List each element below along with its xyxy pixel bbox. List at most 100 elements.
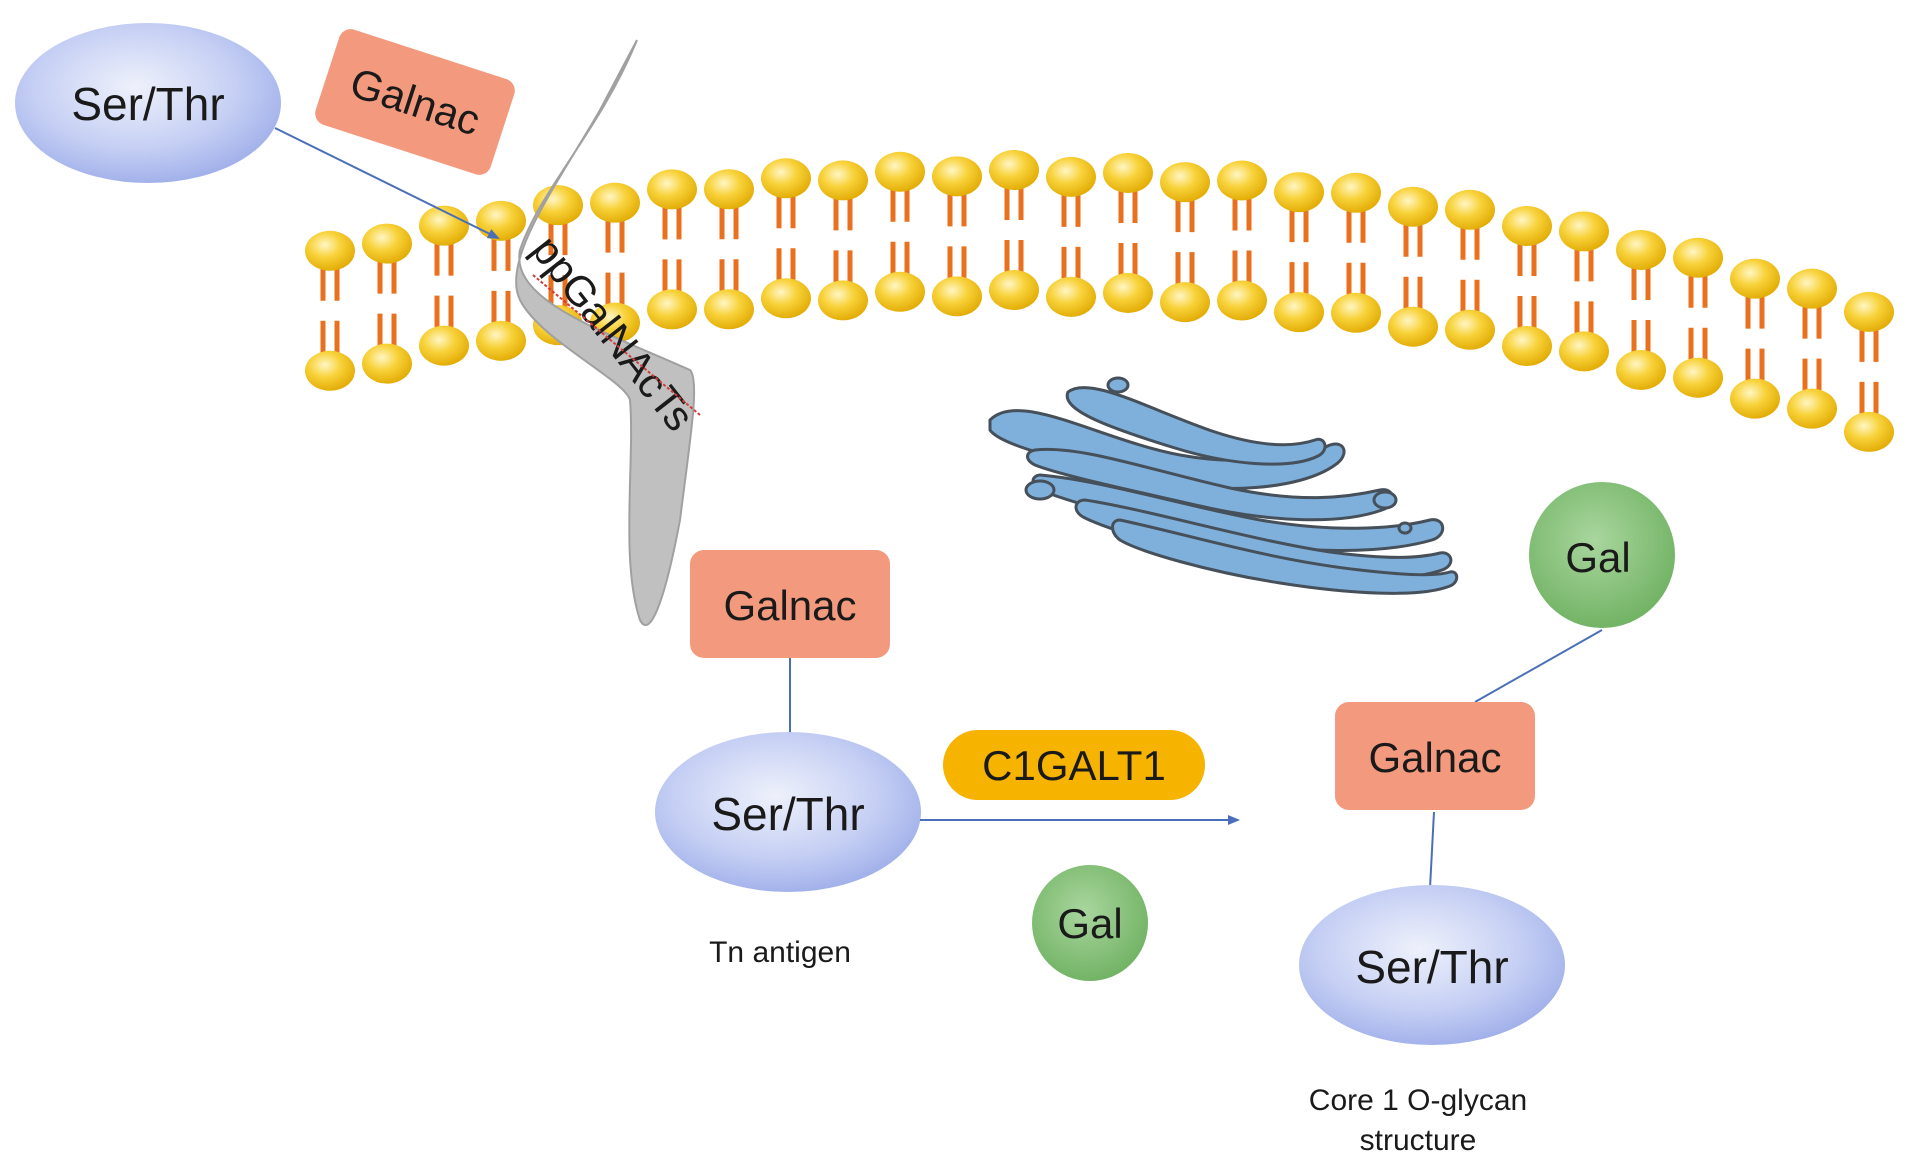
lipid-head-inner bbox=[1046, 276, 1096, 317]
ser-thr-tn-node bbox=[655, 732, 921, 892]
lipid-molecule bbox=[647, 169, 697, 330]
lipid-molecule bbox=[818, 160, 868, 321]
lipid-molecule bbox=[305, 230, 355, 391]
lipid-head-outer bbox=[1730, 258, 1780, 299]
core-gal-bond bbox=[1474, 629, 1603, 703]
lipid-molecule bbox=[1388, 186, 1438, 347]
lipid-head-inner bbox=[305, 350, 355, 391]
lipid-head-outer bbox=[1616, 229, 1666, 270]
c1galt1-label: C1GALT1 bbox=[982, 742, 1166, 789]
lipid-head-outer bbox=[533, 185, 583, 226]
lipid-head-outer bbox=[932, 156, 982, 197]
lipid-head-outer bbox=[647, 169, 697, 210]
lipid-head-outer bbox=[1160, 162, 1210, 203]
lipid-head-inner bbox=[1160, 282, 1210, 323]
lipid-head-outer bbox=[818, 160, 868, 201]
lipid-head-inner bbox=[704, 289, 754, 330]
lipid-head-inner bbox=[761, 278, 811, 319]
lipid-head-inner bbox=[1217, 280, 1267, 321]
lipid-head-outer bbox=[875, 151, 925, 192]
lipid-head-inner bbox=[1787, 388, 1837, 429]
lipid-molecule bbox=[1616, 229, 1666, 390]
lipid-bilayer-icon bbox=[305, 150, 1894, 452]
lipid-head-outer bbox=[704, 169, 754, 210]
lipid-head-outer bbox=[989, 150, 1039, 191]
lipid-molecule bbox=[1217, 160, 1267, 321]
lipid-molecule bbox=[932, 156, 982, 317]
galnac-tn-label: Galnac bbox=[723, 582, 856, 629]
lipid-head-outer bbox=[1274, 172, 1324, 213]
lipid-head-inner bbox=[875, 271, 925, 312]
c1galt1-enzyme bbox=[943, 730, 1205, 800]
lipid-head-inner bbox=[1559, 331, 1609, 372]
lipid-head-inner bbox=[1331, 292, 1381, 333]
lipid-molecule bbox=[1103, 152, 1153, 313]
ppgalnacts-enzyme-icon bbox=[515, 39, 696, 627]
lipid-head-outer bbox=[1787, 268, 1837, 309]
tn-antigen-caption: Tn antigen bbox=[709, 936, 851, 969]
lipid-molecule bbox=[476, 200, 526, 361]
gal-core-node bbox=[1529, 482, 1675, 628]
lipid-head-outer bbox=[1217, 160, 1267, 201]
ser-thr-top-label: Ser/Thr bbox=[71, 78, 224, 130]
lipid-molecule bbox=[1844, 291, 1894, 452]
ser-thr-tn-label: Ser/Thr bbox=[711, 788, 864, 840]
arrow-to-enzyme bbox=[274, 127, 500, 239]
ser-thr-core-label: Ser/Thr bbox=[1355, 941, 1508, 993]
galnac-core-label: Galnac bbox=[1368, 734, 1501, 781]
lipid-head-outer bbox=[1673, 237, 1723, 278]
lipid-head-inner bbox=[1502, 325, 1552, 366]
lipid-head-outer bbox=[476, 200, 526, 241]
lipid-head-inner bbox=[1730, 378, 1780, 419]
lipid-molecule bbox=[1331, 172, 1381, 333]
lipid-head-outer bbox=[1046, 156, 1096, 197]
galnac-core-node bbox=[1335, 702, 1535, 810]
ser-thr-top-node bbox=[15, 23, 281, 183]
lipid-molecule bbox=[1160, 162, 1210, 323]
lipid-molecule bbox=[875, 151, 925, 312]
lipid-head-outer bbox=[1844, 291, 1894, 332]
lipid-head-outer bbox=[590, 182, 640, 223]
lipid-head-inner bbox=[1103, 272, 1153, 313]
lipid-head-inner bbox=[362, 343, 412, 384]
lipid-molecule bbox=[1274, 172, 1324, 333]
lipid-head-inner bbox=[1616, 349, 1666, 390]
lipid-molecule bbox=[1673, 237, 1723, 398]
galnac-tn-node bbox=[690, 550, 890, 658]
lipid-head-outer bbox=[362, 223, 412, 264]
gal-core-label: Gal bbox=[1565, 534, 1630, 581]
core1-caption-line1: Core 1 O-glycan bbox=[1309, 1084, 1527, 1117]
lipid-head-inner bbox=[1673, 357, 1723, 398]
lipid-head-inner bbox=[989, 270, 1039, 311]
lipid-molecule bbox=[1559, 211, 1609, 372]
lipid-head-inner bbox=[1445, 309, 1495, 350]
lipid-molecule bbox=[362, 223, 412, 384]
lipid-head-outer bbox=[1559, 211, 1609, 252]
lipid-head-outer bbox=[1103, 152, 1153, 193]
lipid-head-outer bbox=[1388, 186, 1438, 227]
golgi-apparatus-icon bbox=[988, 376, 1459, 595]
lipid-head-inner bbox=[1274, 292, 1324, 333]
lipid-head-inner bbox=[1844, 411, 1894, 452]
core-ser-bond bbox=[1429, 811, 1435, 889]
lipid-molecule bbox=[989, 150, 1039, 311]
enzyme-label-underline bbox=[532, 274, 701, 416]
lipid-molecule bbox=[1502, 205, 1552, 366]
lipid-head-outer bbox=[1502, 205, 1552, 246]
lipid-head-inner bbox=[647, 289, 697, 330]
lipid-head-inner bbox=[419, 325, 469, 366]
lipid-head-outer bbox=[1331, 172, 1381, 213]
gal-mid-label: Gal bbox=[1057, 900, 1122, 947]
lipid-molecule bbox=[761, 158, 811, 319]
lipid-head-inner bbox=[476, 320, 526, 361]
galnac-top-node bbox=[315, 29, 515, 175]
lipid-molecule bbox=[1445, 189, 1495, 350]
lipid-molecule bbox=[1787, 268, 1837, 429]
lipid-head-inner bbox=[932, 276, 982, 317]
core1-caption-line2: structure bbox=[1360, 1124, 1477, 1157]
lipid-head-inner bbox=[1388, 306, 1438, 347]
lipid-head-outer bbox=[305, 230, 355, 271]
gal-mid-node bbox=[1032, 865, 1148, 981]
